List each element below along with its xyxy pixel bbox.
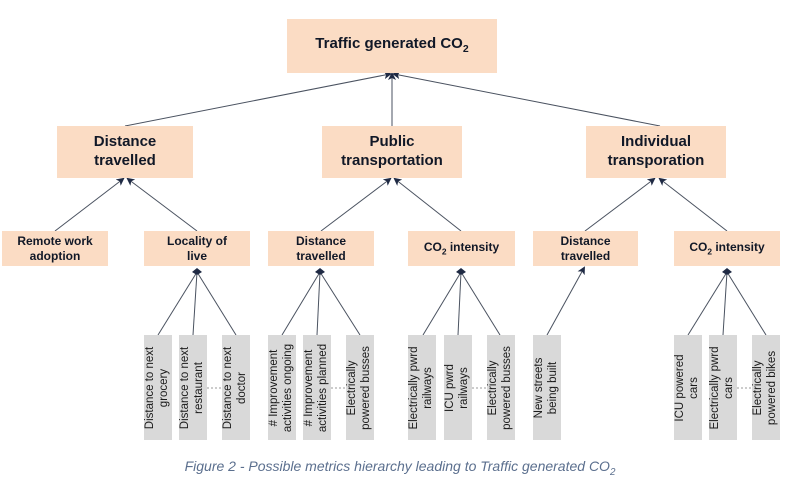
leaf-line-2: being built xyxy=(547,361,559,414)
node-public-co2-intensity: CO2 intensity xyxy=(408,231,515,266)
node-label: Individual transporation xyxy=(607,133,705,169)
leaf-line-2: cars xyxy=(688,376,700,399)
node-locality-of-live: Locality of live xyxy=(144,231,250,266)
leaf-line-2: powered busses xyxy=(501,345,513,430)
node-individual-co2-intensity: CO2 intensity xyxy=(674,231,780,266)
node-public-distance-travelled: Distance travelled xyxy=(268,231,374,266)
leaf-line-1: ICU pwrd xyxy=(444,363,457,412)
node-remote-work-adoption: Remote work adoption xyxy=(2,231,108,266)
leaf-line-1: Distance to next xyxy=(144,346,157,429)
leaf-line-1: New streets xyxy=(533,357,546,418)
leaf-line-2: railways xyxy=(458,366,470,409)
node-label: Locality of live xyxy=(166,233,227,263)
node-label: CO2 intensity xyxy=(423,240,500,257)
leaf-line-1: Electrically pwrd xyxy=(408,345,421,430)
leaf-line-1: ICU powered xyxy=(674,353,687,422)
leaf-line-1: Electrically xyxy=(487,360,500,415)
leaf-line-1: Distance to next xyxy=(179,346,192,429)
node-public-transportation: Public transportation xyxy=(322,126,462,178)
node-label: Distance travelled xyxy=(93,133,157,169)
root-label: Traffic generated CO2 xyxy=(315,35,469,56)
leaf-line-1: Electrically xyxy=(752,360,765,415)
node-label: Remote work adoption xyxy=(17,233,93,263)
node-label: Distance travelled xyxy=(295,233,347,263)
node-individual-transporation: Individual transporation xyxy=(586,126,726,178)
leaf-line-2: activities ongoing xyxy=(282,343,294,432)
figure-caption: Figure 2 - Possible metrics hierarchy le… xyxy=(184,458,616,478)
leaf-line-2: powered bikes xyxy=(766,350,778,425)
leaf-line-2: railways xyxy=(422,366,434,409)
leaf-line-2: cars xyxy=(723,376,735,399)
node-label: CO2 intensity xyxy=(689,240,765,257)
node-individual-distance-travelled: Distance travelled xyxy=(533,231,638,266)
leaf-line-2: powered busses xyxy=(360,345,372,430)
node-distance-travelled: Distance travelled xyxy=(57,126,193,178)
node-label: Public transportation xyxy=(341,133,443,169)
leaf-line-1: Electrically xyxy=(346,360,359,415)
node-label: Distance travelled xyxy=(560,233,611,263)
leaf-line-1: Distance to next xyxy=(222,346,235,429)
leaf-line-1: # Improvement xyxy=(303,349,316,426)
leaf-line-2: restaurant xyxy=(193,361,205,414)
leaf-line-2: activities planned xyxy=(317,343,329,432)
leaf-line-2: doctor xyxy=(236,371,248,404)
leaf-line-1: Electrically pwrd xyxy=(709,345,722,430)
root-node: Traffic generated CO2 xyxy=(287,19,497,73)
leaf-line-1: # Improvement xyxy=(268,349,281,426)
leaf-line-2: grocery xyxy=(158,368,170,407)
